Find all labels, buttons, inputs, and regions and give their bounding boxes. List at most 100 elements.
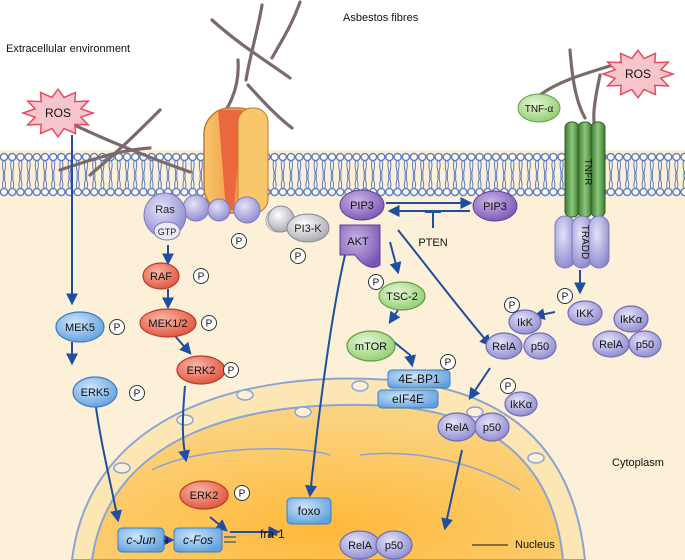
eif4ebp1-node: 4E-BP1 (387, 369, 451, 389)
asbestos-label: Asbestos fibres (343, 12, 419, 24)
tnfa-label: TNF-α (525, 104, 554, 115)
svg-text:P: P (562, 292, 569, 303)
erk5-node-label: ERK5 (81, 387, 110, 399)
pip3-left-label: PIP3 (350, 200, 374, 212)
plus-sign: + (163, 533, 171, 548)
pip3-right-label: PIP3 (483, 201, 507, 213)
rela-1-node: RelA (485, 332, 523, 360)
p50-2-node-label: p50 (636, 339, 654, 351)
phosphate-badge: P (290, 248, 306, 264)
erk2-nucleus-node-label: ERK2 (190, 490, 219, 502)
ikk-node-label: IKK (576, 308, 594, 320)
cytoplasm-label: Cytoplasm (612, 457, 664, 469)
mek5-node-label: MEK5 (65, 322, 95, 334)
ros-right-burst: ROS (600, 48, 676, 100)
inner-membrane-line (151, 448, 521, 491)
tsc2-node: TSC-2 (378, 281, 426, 311)
svg-text:P: P (236, 237, 243, 248)
cjun-node: c-Jun (117, 527, 165, 553)
svg-text:P: P (445, 358, 452, 369)
svg-text:P: P (206, 319, 213, 330)
rela-2-node-label: RelA (599, 339, 624, 351)
akt-label: AKT (347, 236, 369, 248)
phosphate-badge: P (109, 319, 125, 335)
nucleus-label: Nucleus (515, 539, 555, 551)
eif4e-node: eIF4E (377, 389, 439, 409)
gtp-node (153, 221, 181, 241)
mek12-node-label: MEK1/2 (148, 318, 187, 330)
fra1-label: fra-1 (260, 527, 285, 541)
mtor-node-label: mTOR (355, 341, 387, 353)
ros-left-label: ROS (45, 106, 71, 120)
pip3-left: PIP3 (339, 189, 385, 221)
ikka-1-node-label: IkKα (620, 314, 643, 326)
cjun-node-label: c-Jun (126, 533, 156, 547)
p50-nucleus-node: p50 (375, 530, 413, 560)
eif4e-node-label: eIF4E (392, 392, 424, 406)
rela-nucleus-node-label: RelA (348, 540, 373, 552)
phosphate-badge: P (231, 233, 247, 249)
pi3k-complex: PI3-K (267, 205, 330, 243)
ros-left-burst: ROS (20, 87, 96, 139)
pi3k-node (286, 213, 330, 243)
tnfa-node: TNF-α (517, 93, 561, 123)
eif4ebp1-node-label: 4E-BP1 (398, 372, 440, 386)
ikk-node: IKK (567, 300, 603, 326)
phosphate-badge: P (193, 268, 209, 284)
phosphate-badge: P (440, 354, 456, 370)
ion-channel-receptor (203, 107, 269, 214)
p50-1-node-label: p50 (531, 341, 549, 353)
phosphate-badge: P (500, 378, 516, 394)
mtor-node: mTOR (346, 330, 396, 362)
erk5-node: ERK5 (72, 376, 118, 408)
mek12-node: MEK1/2 (139, 308, 197, 338)
nuclear-pores (113, 380, 545, 474)
phosphate-badge: P (504, 297, 520, 313)
ikka-2-node: IkKα (504, 391, 538, 417)
svg-text:P: P (134, 389, 141, 400)
pi3k-label: PI3-K (294, 223, 322, 235)
erk2-nucleus-node: ERK2 (179, 480, 229, 510)
rela-nucleus-node: RelA (339, 530, 381, 560)
tradd-node: TRADD (554, 215, 610, 269)
rela-3-node-label: RelA (445, 422, 470, 434)
phosphate-badge: P (201, 315, 217, 331)
pip3-right: PIP3 (472, 190, 518, 222)
p50-1-node: p50 (523, 332, 557, 360)
tsc2-node-label: TSC-2 (386, 291, 418, 303)
phosphate-badge: P (223, 362, 239, 378)
phosphate-badge: P (557, 288, 573, 304)
p50-3-node-label: p50 (483, 422, 501, 434)
tradd-label: TRADD (579, 225, 590, 259)
ikka-1-node: IkKα (613, 305, 649, 333)
rela-2-node: RelA (592, 330, 630, 358)
ikk-beta-node: IkK (508, 309, 542, 335)
tnfr-receptor: TNFR (564, 121, 606, 218)
svg-text:P: P (509, 301, 516, 312)
foxo-node-label: foxo (298, 504, 321, 518)
ikk-beta-node-label: IkK (517, 317, 534, 329)
svg-text:P: P (228, 366, 235, 377)
transcription-arrows (224, 536, 236, 543)
akt-node: AKT (339, 224, 381, 268)
rela-1-node-label: RelA (492, 341, 517, 353)
ras-complex: Ras GTP (143, 192, 291, 241)
asbestos-fibres (58, 0, 632, 177)
gtp-label: GTP (158, 227, 177, 237)
rela-3-node: RelA (437, 412, 477, 442)
foxo-node: foxo (286, 497, 332, 525)
svg-text:P: P (373, 278, 380, 289)
svg-text:P: P (239, 489, 246, 500)
p50-3-node: p50 (474, 412, 510, 442)
svg-text:P: P (198, 272, 205, 283)
svg-text:P: P (114, 323, 121, 334)
svg-text:P: P (295, 252, 302, 263)
cfos-node-label: c-Fos (183, 533, 213, 547)
phosphate-badge: P (368, 274, 384, 290)
tnfr-label: TNFR (582, 159, 593, 186)
raf-node-label: RAF (150, 271, 172, 283)
cfos-node: c-Fos (173, 527, 223, 553)
ikka-2-node-label: IkKα (510, 399, 533, 411)
erk2-cytoplasm-node: ERK2 (176, 355, 226, 385)
